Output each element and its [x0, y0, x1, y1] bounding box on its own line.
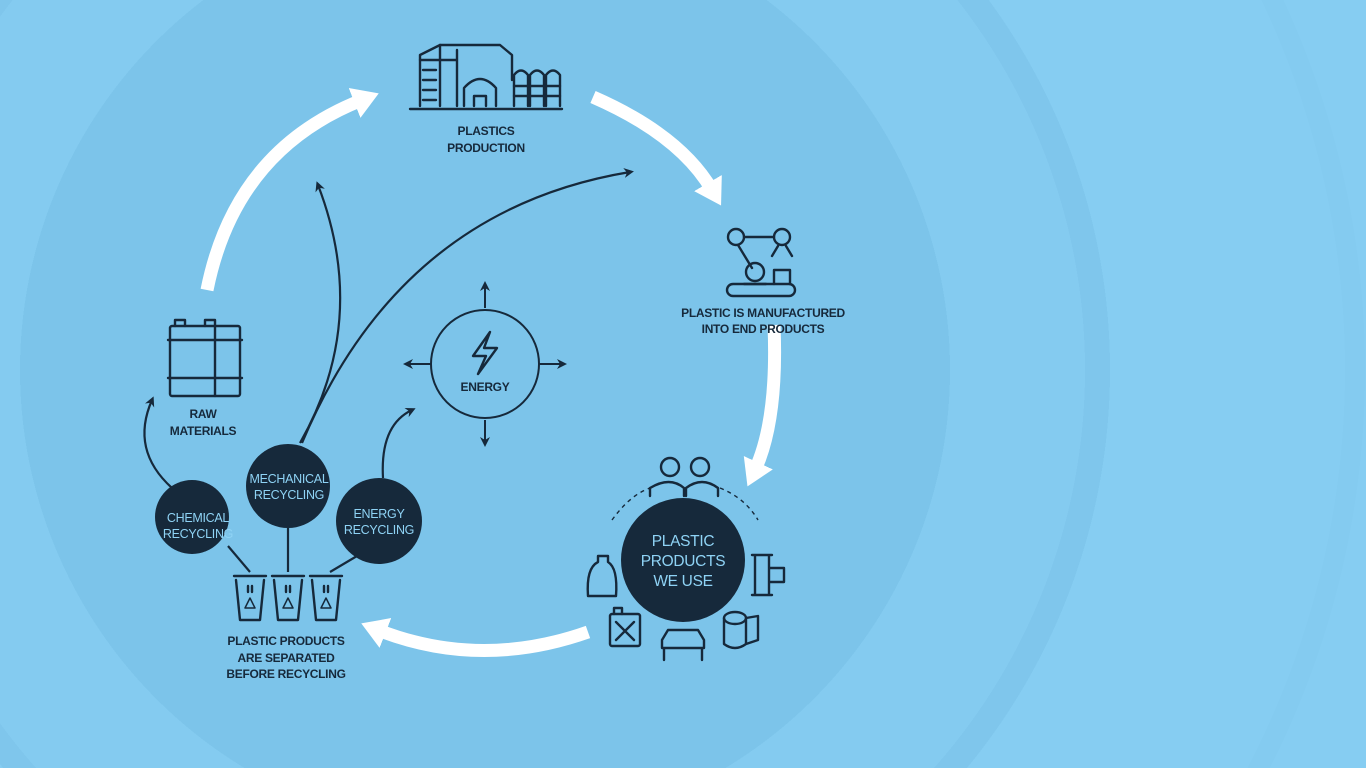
- barrel-icon: [166, 318, 244, 398]
- recycle-bin-icon: [232, 574, 344, 622]
- factory-icon: [408, 43, 564, 111]
- robot-arm-icon: [725, 227, 797, 298]
- arrow-products-to-separation: [361, 618, 591, 657]
- arrow-manufacturing-to-products: [743, 324, 782, 487]
- canister-icon: [608, 606, 642, 648]
- people-icon: [648, 456, 720, 498]
- arrow-chemical-to-raw: [143, 396, 173, 489]
- arrow-mechanical-to-manufacturing: [300, 168, 634, 444]
- lightning-icon: [471, 330, 499, 376]
- film-roll-icon: [722, 610, 760, 650]
- energy-label: ENERGY: [461, 380, 510, 394]
- arrow-production-to-manufacturing: [590, 91, 722, 206]
- pipe-icon: [750, 553, 786, 597]
- car-icon: [660, 628, 706, 662]
- energy-node: ENERGY: [403, 281, 567, 447]
- arrow-raw-to-production: [200, 88, 379, 292]
- cycle-arrows: [200, 88, 782, 657]
- recycling-arrows: [143, 168, 634, 489]
- arrow-energy-recycling-to-energy: [381, 408, 416, 479]
- bottle-icon: [586, 554, 618, 598]
